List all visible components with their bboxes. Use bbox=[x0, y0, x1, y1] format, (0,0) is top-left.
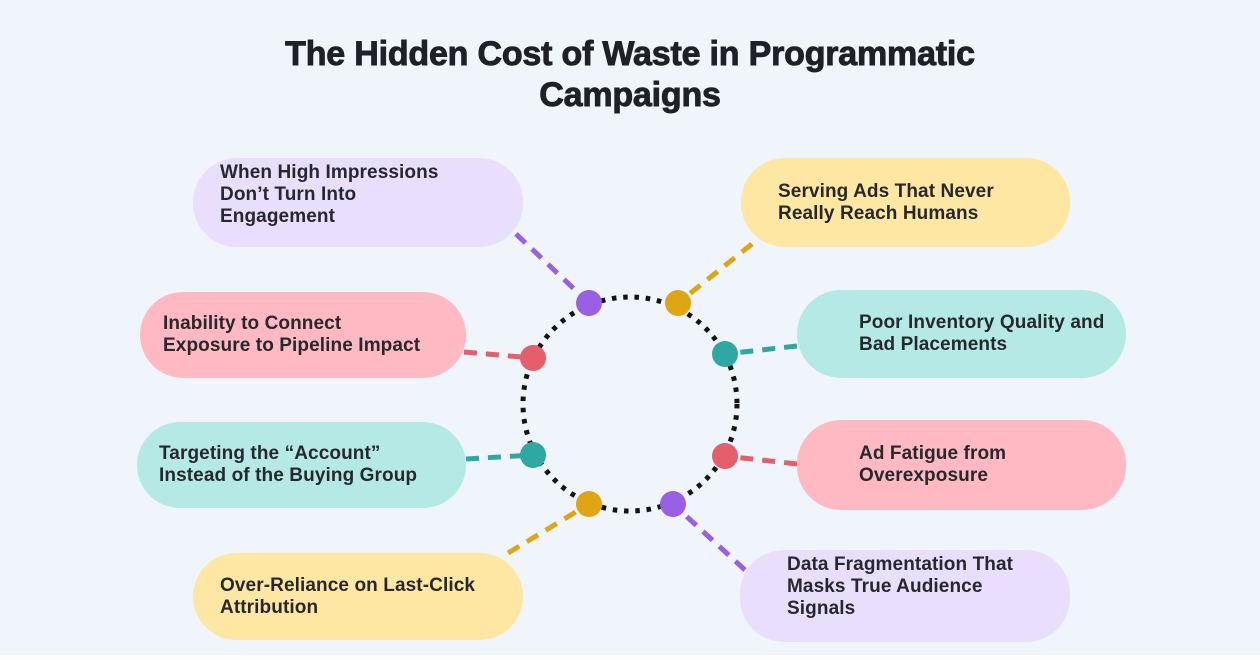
page-title: The Hidden Cost of Waste in Programmatic… bbox=[0, 34, 1260, 116]
node-dot-high-impressions bbox=[576, 290, 602, 316]
bubble-data-fragmentation: Data Fragmentation That Masks True Audie… bbox=[740, 550, 1070, 642]
node-dot-inventory-quality bbox=[712, 341, 738, 367]
bubble-label: When High Impressions Don’t Turn Into En… bbox=[220, 162, 439, 227]
bottom-edge-strip bbox=[0, 655, 1260, 660]
node-dot-ad-fatigue bbox=[712, 443, 738, 469]
connector-high-impressions bbox=[514, 232, 591, 305]
dotted-circle bbox=[520, 294, 740, 514]
bubble-pipeline-impact: Inability to Connect Exposure to Pipelin… bbox=[140, 292, 466, 378]
node-dot-pipeline-impact bbox=[520, 345, 546, 371]
bubble-label: Serving Ads That Never Really Reach Huma… bbox=[778, 180, 994, 224]
connector-data-fragmentation bbox=[671, 502, 747, 572]
node-dot-last-click bbox=[576, 491, 602, 517]
node-dot-data-fragmentation bbox=[660, 491, 686, 517]
bubble-inventory-quality: Poor Inventory Quality and Bad Placement… bbox=[797, 290, 1126, 378]
connector-non-human-ads bbox=[676, 242, 754, 305]
bubble-high-impressions: When High Impressions Don’t Turn Into En… bbox=[193, 158, 523, 247]
bubble-label: Inability to Connect Exposure to Pipelin… bbox=[163, 313, 421, 356]
bubble-label: Targeting the “Account” Instead of the B… bbox=[159, 443, 418, 486]
bubble-label: Data Fragmentation That Masks True Audie… bbox=[787, 554, 1014, 619]
bubble-non-human-ads: Serving Ads That Never Really Reach Huma… bbox=[741, 158, 1070, 247]
bubble-ad-fatigue: Ad Fatigue from Overexposure bbox=[797, 420, 1126, 510]
bubble-label: Poor Inventory Quality and Bad Placement… bbox=[859, 312, 1105, 355]
node-dot-non-human-ads bbox=[665, 290, 691, 316]
bubble-label: Over-Reliance on Last-Click Attribution bbox=[220, 574, 476, 618]
connector-inventory-quality bbox=[724, 343, 798, 357]
connector-ad-fatigue bbox=[724, 453, 798, 467]
bubble-label: Ad Fatigue from Overexposure bbox=[859, 443, 1007, 486]
bubble-account-targeting: Targeting the “Account” Instead of the B… bbox=[137, 422, 466, 508]
connector-last-click bbox=[506, 501, 591, 556]
node-dot-account-targeting bbox=[520, 442, 546, 468]
page-title-text: The Hidden Cost of Waste in Programmatic… bbox=[285, 35, 976, 115]
connector-pipeline-impact bbox=[463, 349, 534, 361]
bubble-last-click: Over-Reliance on Last-Click Attribution bbox=[193, 553, 523, 640]
